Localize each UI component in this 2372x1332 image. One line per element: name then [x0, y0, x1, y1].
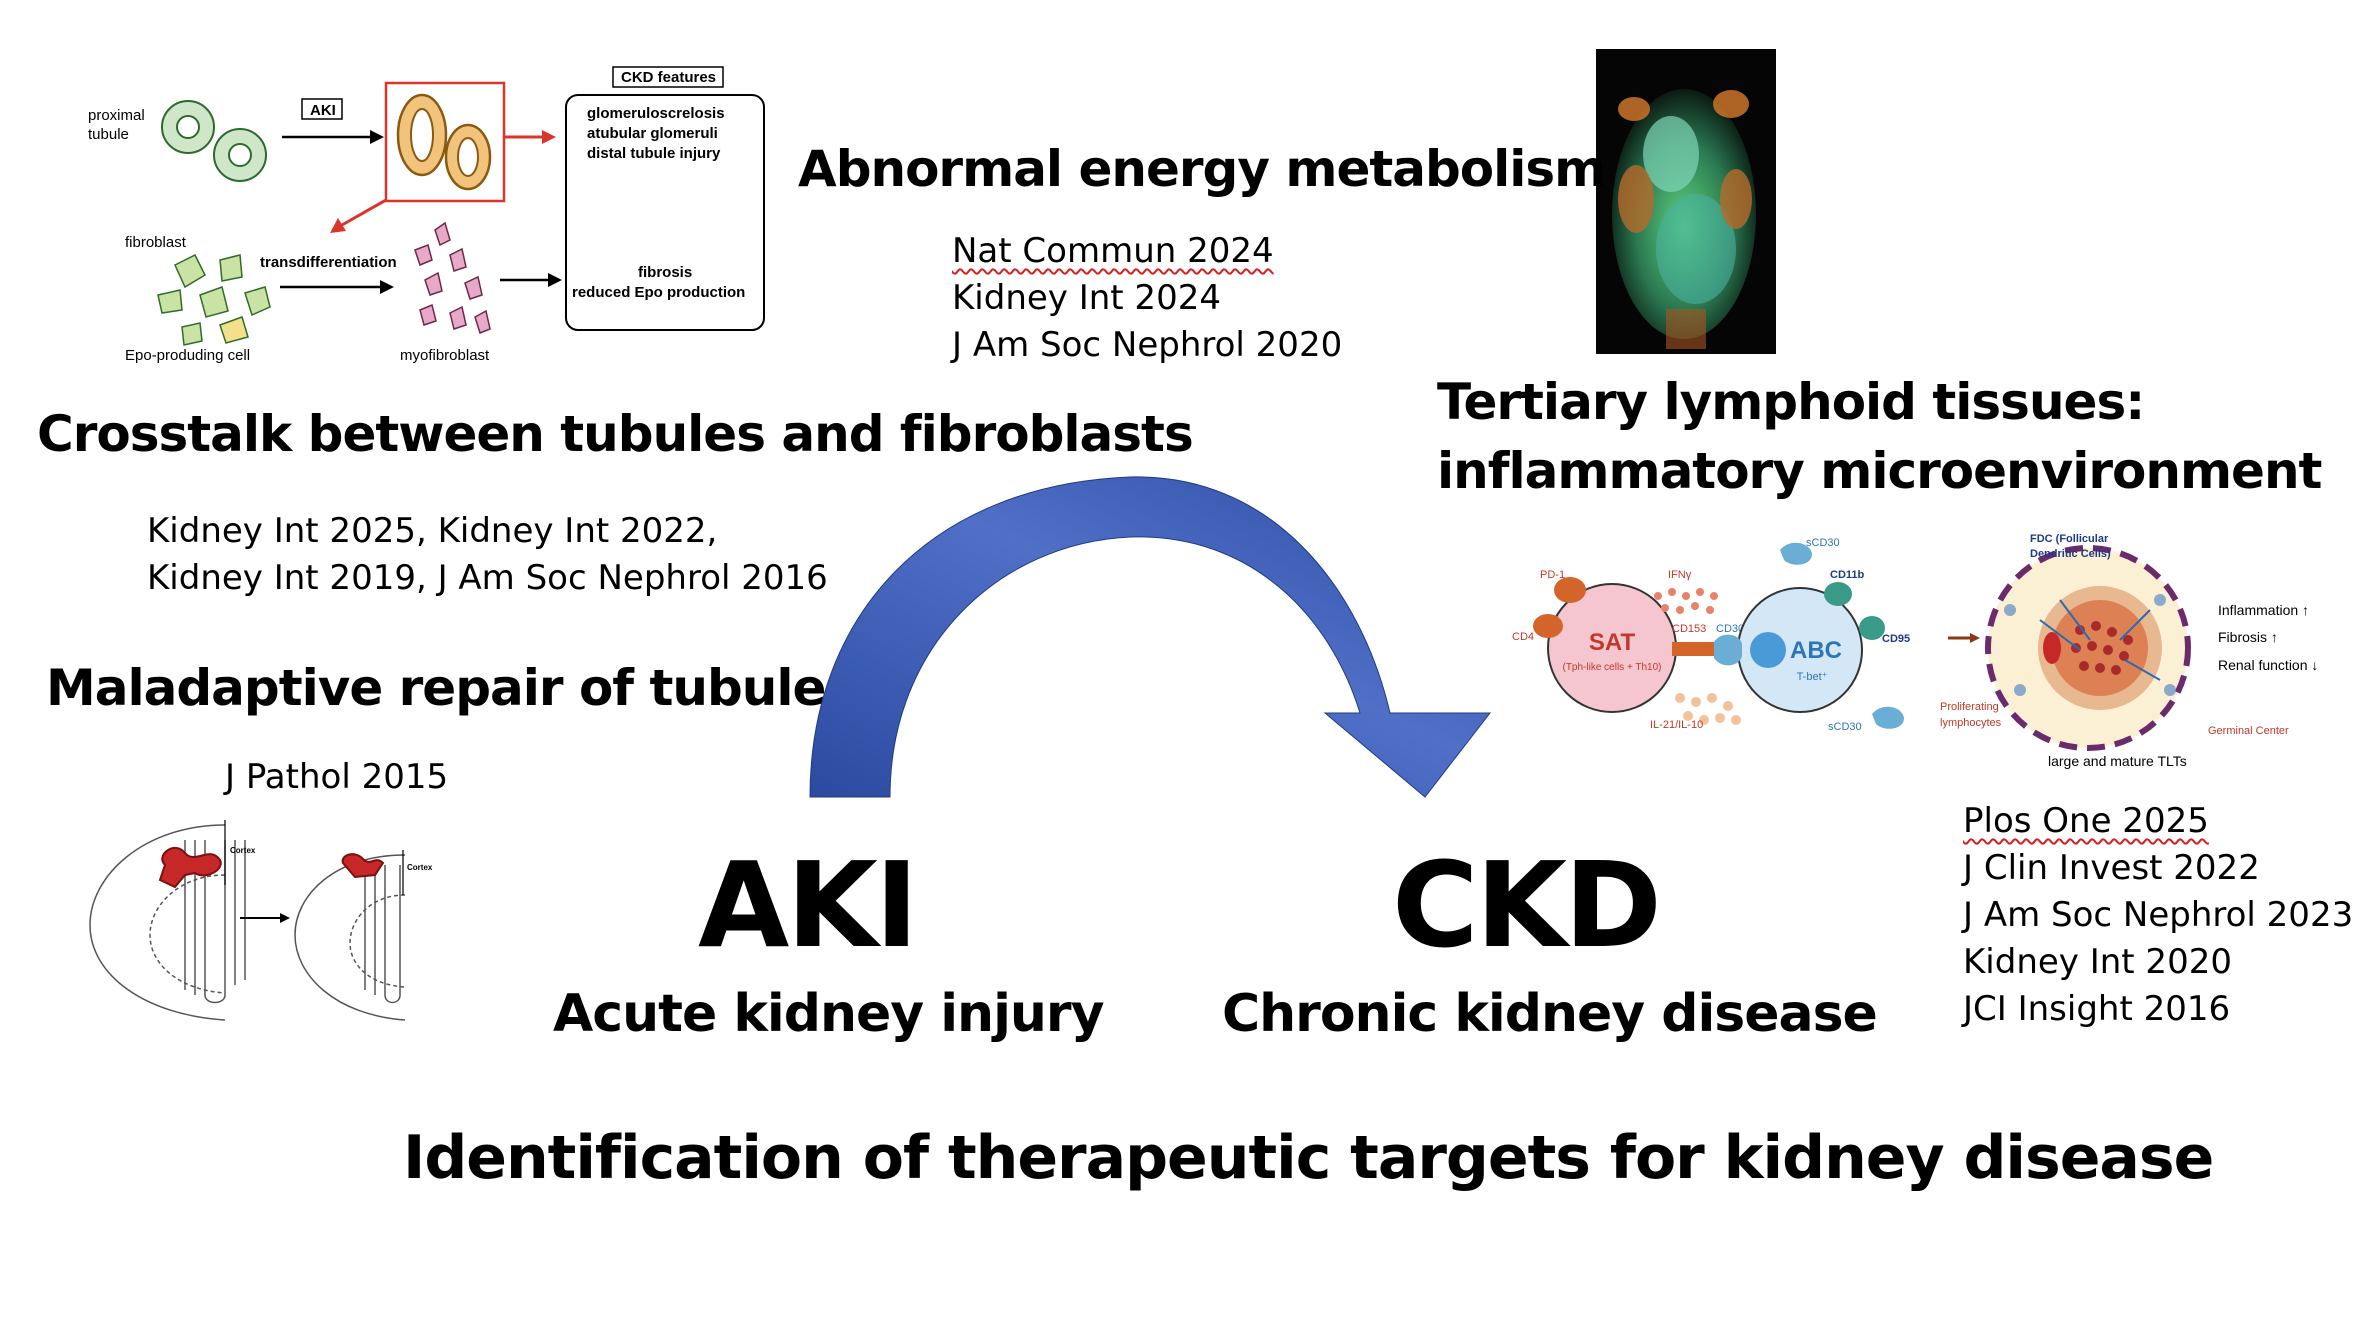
cd11b-label: CD11b: [1830, 569, 1865, 581]
tlt-ref-2: J Clin Invest 2022: [1963, 848, 2260, 888]
tlt-ref-1-text: Plos One 2025: [1963, 801, 2209, 841]
aki-to-ckd-arrow: [809, 476, 1492, 798]
cortex-label-before: Cortex: [230, 846, 256, 855]
curved-arrow-shape: [809, 476, 1492, 798]
energy-ref-2: Kidney Int 2024: [952, 278, 1221, 318]
kidney-section-after-icon: [294, 854, 406, 1021]
tlt-ref-3: J Am Soc Nephrol 2023: [1963, 895, 2354, 935]
crosstalk-refs: Kidney Int 2025, Kidney Int 2022, Kidney…: [147, 508, 828, 602]
tlt-ref-5: JCI Insight 2016: [1963, 989, 2231, 1029]
energy-refs: Nat Commun 2024 Kidney Int 2024 J Am Soc…: [952, 228, 1342, 369]
myofibroblast-cells-icon: [414, 221, 491, 334]
ckd-full: Chronic kidney disease: [1222, 984, 1878, 1044]
aki-full: Acute kidney injury: [553, 984, 1104, 1044]
myofibroblast-label: myofibroblast: [400, 347, 490, 364]
sat-label: SAT: [1589, 629, 1636, 656]
abc-sublabel: T-bet⁺: [1797, 671, 1828, 683]
maladaptive-title: Maladaptive repair of tubules: [46, 659, 855, 717]
fluorescence-image: [1596, 49, 1776, 354]
aki-arrow-label: AKI: [310, 102, 336, 119]
crosstalk-ref-1: Kidney Int 2025, Kidney Int 2022,: [147, 511, 718, 551]
il21-label: IL-21/IL-10: [1650, 719, 1703, 731]
inflammation-label: Inflammation ↑: [2218, 602, 2309, 618]
ckd-outcome-1: fibrosis: [638, 264, 692, 281]
ckd-features-box: [565, 94, 765, 331]
cortex-label-after: Cortex: [407, 863, 433, 872]
tlt-structure: [1985, 545, 2191, 751]
energy-ref-3: J Am Soc Nephrol 2020: [952, 325, 1343, 365]
fibroblast-cells-icon: [157, 253, 271, 346]
scd30-bottom-label: sCD30: [1828, 721, 1862, 733]
ckd-feature-2: atubular glomeruli: [587, 125, 718, 142]
transdifferentiation-label: transdifferentiation: [260, 254, 397, 271]
fibrosis-label: Fibrosis ↑: [2218, 629, 2278, 645]
large-tlts-label: large and mature TLTs: [2048, 753, 2187, 769]
pd1-label: PD-1: [1540, 569, 1565, 581]
fibroblast-label: fibroblast: [125, 234, 187, 251]
kidney-section-before-icon: [89, 824, 246, 1021]
ckd-feature-1: glomeruloscrelosis: [587, 105, 725, 122]
tlt-refs: Plos One 2025 J Clin Invest 2022 J Am So…: [1963, 798, 2353, 1033]
cd95-label: CD95: [1882, 633, 1910, 645]
energy-title: Abnormal energy metabolism: [798, 140, 1606, 198]
crosstalk-title: Crosstalk between tubules and fibroblast…: [37, 405, 1194, 463]
damaged-tubule-after: [341, 853, 385, 879]
cd4-label: CD4: [1512, 631, 1534, 643]
ckd-abbrev: CKD: [1392, 836, 1662, 974]
kidney-repair-diagram: Cortex Cortex: [89, 820, 433, 1021]
scd30-top-label: sCD30: [1806, 537, 1840, 549]
tlt-diagram: SAT (Tph-like cells + Th10) PD-1 CD4 CD1…: [1512, 533, 2318, 769]
tubule-cross-section-icon: [161, 100, 267, 182]
energy-ref-1: Nat Commun 2024: [952, 228, 1342, 275]
tlt-title-line1: Tertiary lymphoid tissues:: [1437, 373, 2145, 431]
tlt-ref-4: Kidney Int 2020: [1963, 942, 2232, 982]
ckd-feature-3: distal tubule injury: [587, 145, 721, 162]
renal-function-label: Renal function ↓: [2218, 657, 2318, 673]
maladaptive-ref: J Pathol 2015: [225, 757, 449, 797]
ifn-dots: [1654, 588, 1718, 614]
damaged-tubule-before: [158, 846, 222, 889]
tlt-title-line2: inflammatory microenvironment: [1437, 442, 2322, 500]
germinal-center-label: Germinal Center: [2208, 725, 2289, 737]
energy-ref-1-text: Nat Commun 2024: [952, 231, 1274, 271]
il21-dots: [1675, 693, 1741, 725]
aki-abbrev: AKI: [698, 836, 919, 974]
abc-label: ABC: [1790, 637, 1842, 664]
cd153-label: CD153: [1672, 623, 1706, 635]
crosstalk-ref-2: Kidney Int 2019, J Am Soc Nephrol 2016: [147, 558, 828, 598]
cd30-label: CD30: [1716, 623, 1744, 635]
main-title: Identification of therapeutic targets fo…: [403, 1123, 2214, 1193]
ckd-outcome-2: reduced Epo production: [572, 284, 745, 301]
sat-sublabel: (Tph-like cells + Th10): [1562, 662, 1661, 673]
epo-cell-label: Epo-produding cell: [125, 347, 250, 364]
tlt-ref-1: Plos One 2025: [1963, 798, 2353, 845]
ckd-features-title: CKD features: [621, 69, 716, 86]
ifn-label: IFNγ: [1668, 569, 1692, 581]
